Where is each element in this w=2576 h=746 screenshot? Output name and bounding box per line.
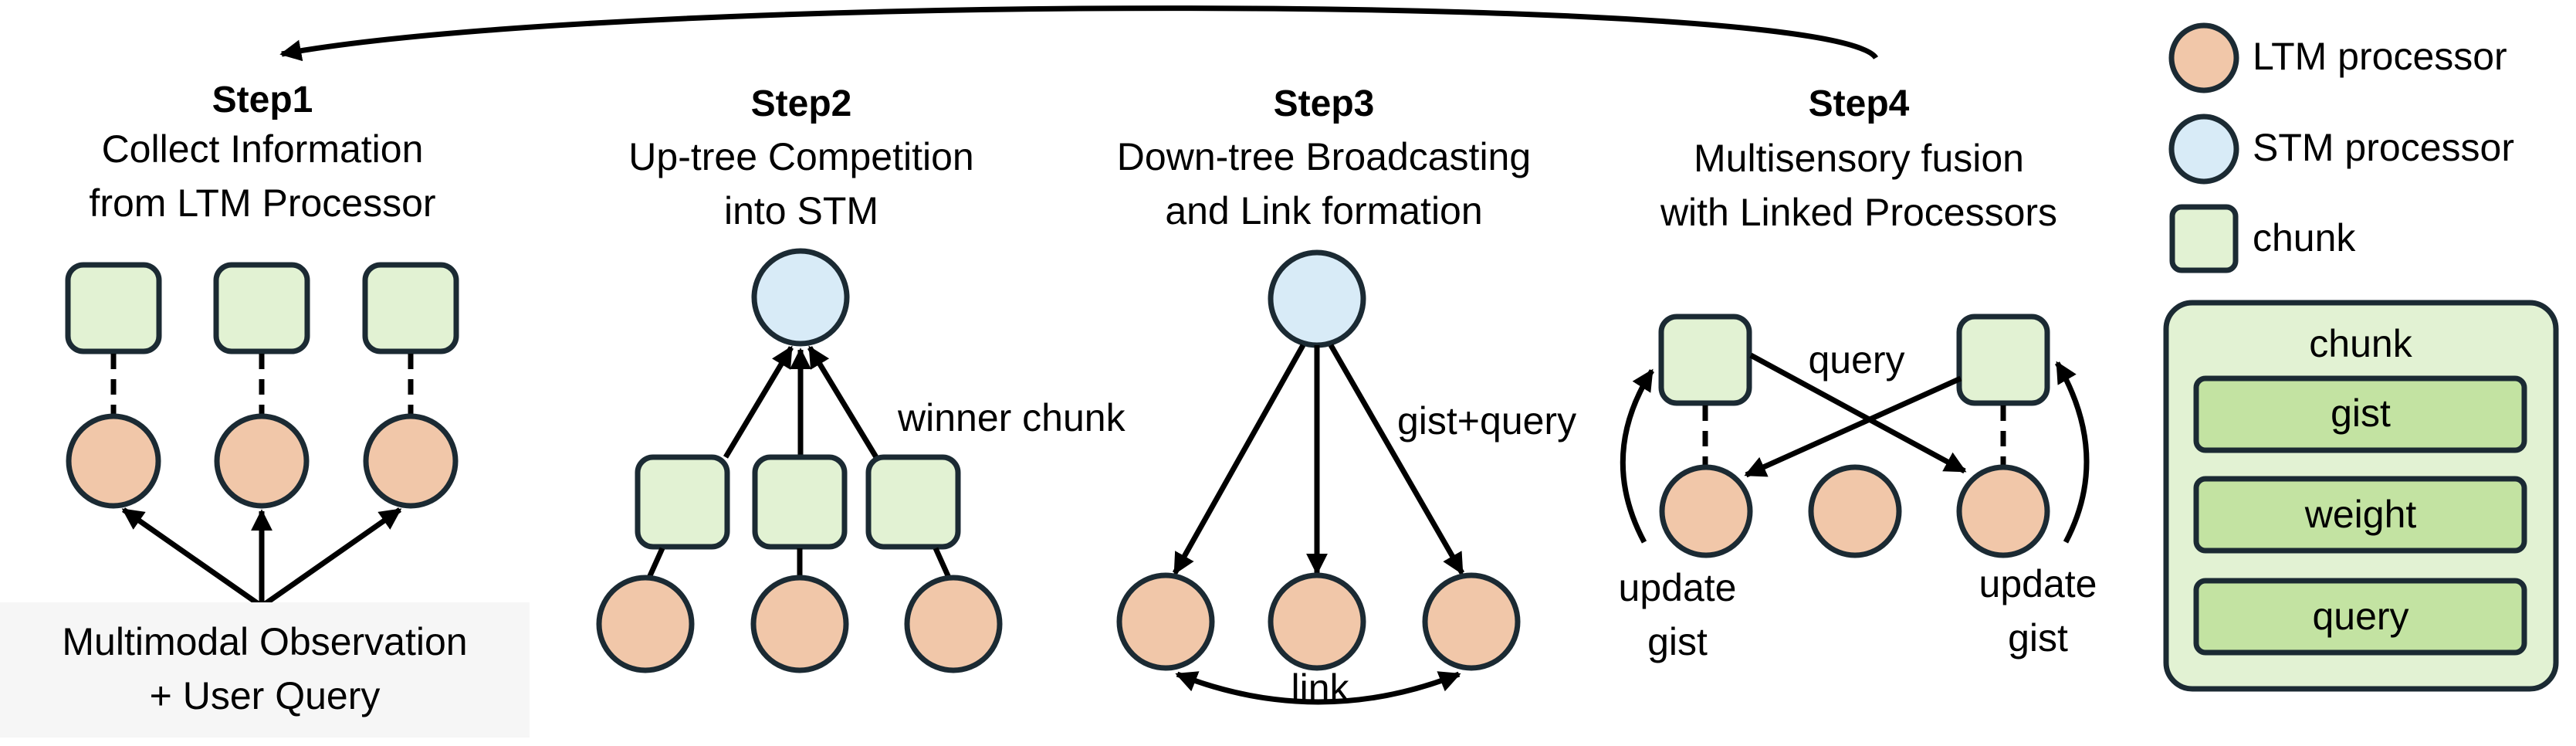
update-arrow-right xyxy=(2054,361,2090,544)
step3-desc-line2: and Link formation xyxy=(1165,189,1482,232)
ltm-processor xyxy=(1116,572,1215,671)
legend-ltm-label: LTM processor xyxy=(2253,35,2507,78)
loop-arrow xyxy=(279,5,1878,62)
step1: Step1 Collect Information from LTM Proce… xyxy=(0,80,530,738)
update-gist-left-line2: gist xyxy=(1647,620,1708,663)
step1-desc-line1: Collect Information xyxy=(102,127,424,171)
ltm-processor xyxy=(66,413,161,509)
ltm-processor xyxy=(750,575,849,673)
ltm-processor xyxy=(1422,572,1521,671)
ltm-processor xyxy=(1956,464,2050,558)
update-gist-left-line1: update xyxy=(1619,566,1737,609)
ltm-processor xyxy=(904,575,1003,673)
broadcast-arrow xyxy=(1172,344,1306,575)
update-gist-right-line2: gist xyxy=(2008,616,2068,660)
legend-ltm-icon xyxy=(2168,22,2239,93)
observation-box xyxy=(0,602,530,738)
ltm-processor xyxy=(363,413,459,509)
chunk-structure-title: chunk xyxy=(2309,322,2412,365)
ltm-processor xyxy=(214,413,310,509)
legend-chunk-icon xyxy=(2169,204,2239,273)
chunk-node xyxy=(1956,314,2050,406)
step3-desc-line1: Down-tree Broadcasting xyxy=(1117,135,1531,178)
weight-field-label: weight xyxy=(2304,493,2417,536)
chunk-node xyxy=(1658,314,1752,406)
chunk-node xyxy=(65,262,162,354)
ltm-processor xyxy=(596,575,695,673)
step3-title: Step3 xyxy=(1274,83,1375,124)
step4-desc-line2: with Linked Processors xyxy=(1660,191,2057,234)
query-field xyxy=(2193,578,2527,656)
stm-processor xyxy=(751,248,850,347)
query-arrow xyxy=(1744,375,1962,478)
step2: Step2 Up-tree Competition into STM winne… xyxy=(596,83,1126,673)
weight-field xyxy=(2193,476,2527,554)
update-arrow-left xyxy=(1620,368,1654,544)
gist-field xyxy=(2193,375,2527,453)
winner-chunk-label: winner chunk xyxy=(897,396,1126,439)
stm-processor xyxy=(1268,249,1366,348)
query-label: query xyxy=(1808,338,1904,381)
ltm-processor xyxy=(1268,572,1366,671)
broadcast-arrow xyxy=(1328,344,1465,575)
query-arrow xyxy=(1749,352,1967,474)
step3: Step3 Down-tree Broadcasting and Link fo… xyxy=(1116,83,1576,710)
legend-stm-label: STM processor xyxy=(2253,126,2514,169)
query-field-label: query xyxy=(2312,595,2408,638)
legend: LTM processor STM processor chunk chunk … xyxy=(2163,22,2559,692)
link-arrow xyxy=(1175,671,1461,705)
step4: Step4 Multisensory fusion with Linked Pr… xyxy=(1619,83,2097,663)
ltm-processor xyxy=(1659,464,1753,558)
tree-edge xyxy=(645,547,665,581)
legend-stm-icon xyxy=(2168,114,2239,185)
input-arrow xyxy=(259,507,402,609)
update-gist-right-line1: update xyxy=(1979,562,2097,605)
step2-desc-line1: Up-tree Competition xyxy=(628,135,973,178)
link-label: link xyxy=(1291,666,1349,710)
competition-arrow xyxy=(723,345,794,459)
step2-desc-line2: into STM xyxy=(724,189,878,232)
step4-title: Step4 xyxy=(1809,83,1910,124)
step2-title: Step2 xyxy=(751,83,852,124)
chunk-node xyxy=(362,262,459,354)
chunk-node xyxy=(213,262,310,354)
gist-query-label: gist+query xyxy=(1397,399,1576,443)
input-arrow xyxy=(121,507,264,609)
observation-line1: Multimodal Observation xyxy=(62,620,467,663)
step1-desc-line2: from LTM Processor xyxy=(89,181,435,225)
gist-field-label: gist xyxy=(2331,392,2391,435)
ltm-processor xyxy=(1808,464,1902,558)
legend-chunk-label: chunk xyxy=(2253,216,2356,259)
competition-arrow xyxy=(807,345,878,459)
observation-line2: + User Query xyxy=(150,674,381,717)
chunk-node xyxy=(865,454,961,550)
chunk-node xyxy=(752,454,848,550)
step1-title: Step1 xyxy=(212,80,313,120)
chunk-node xyxy=(635,454,730,550)
tree-edge xyxy=(933,547,953,581)
step4-desc-line1: Multisensory fusion xyxy=(1694,137,2024,180)
